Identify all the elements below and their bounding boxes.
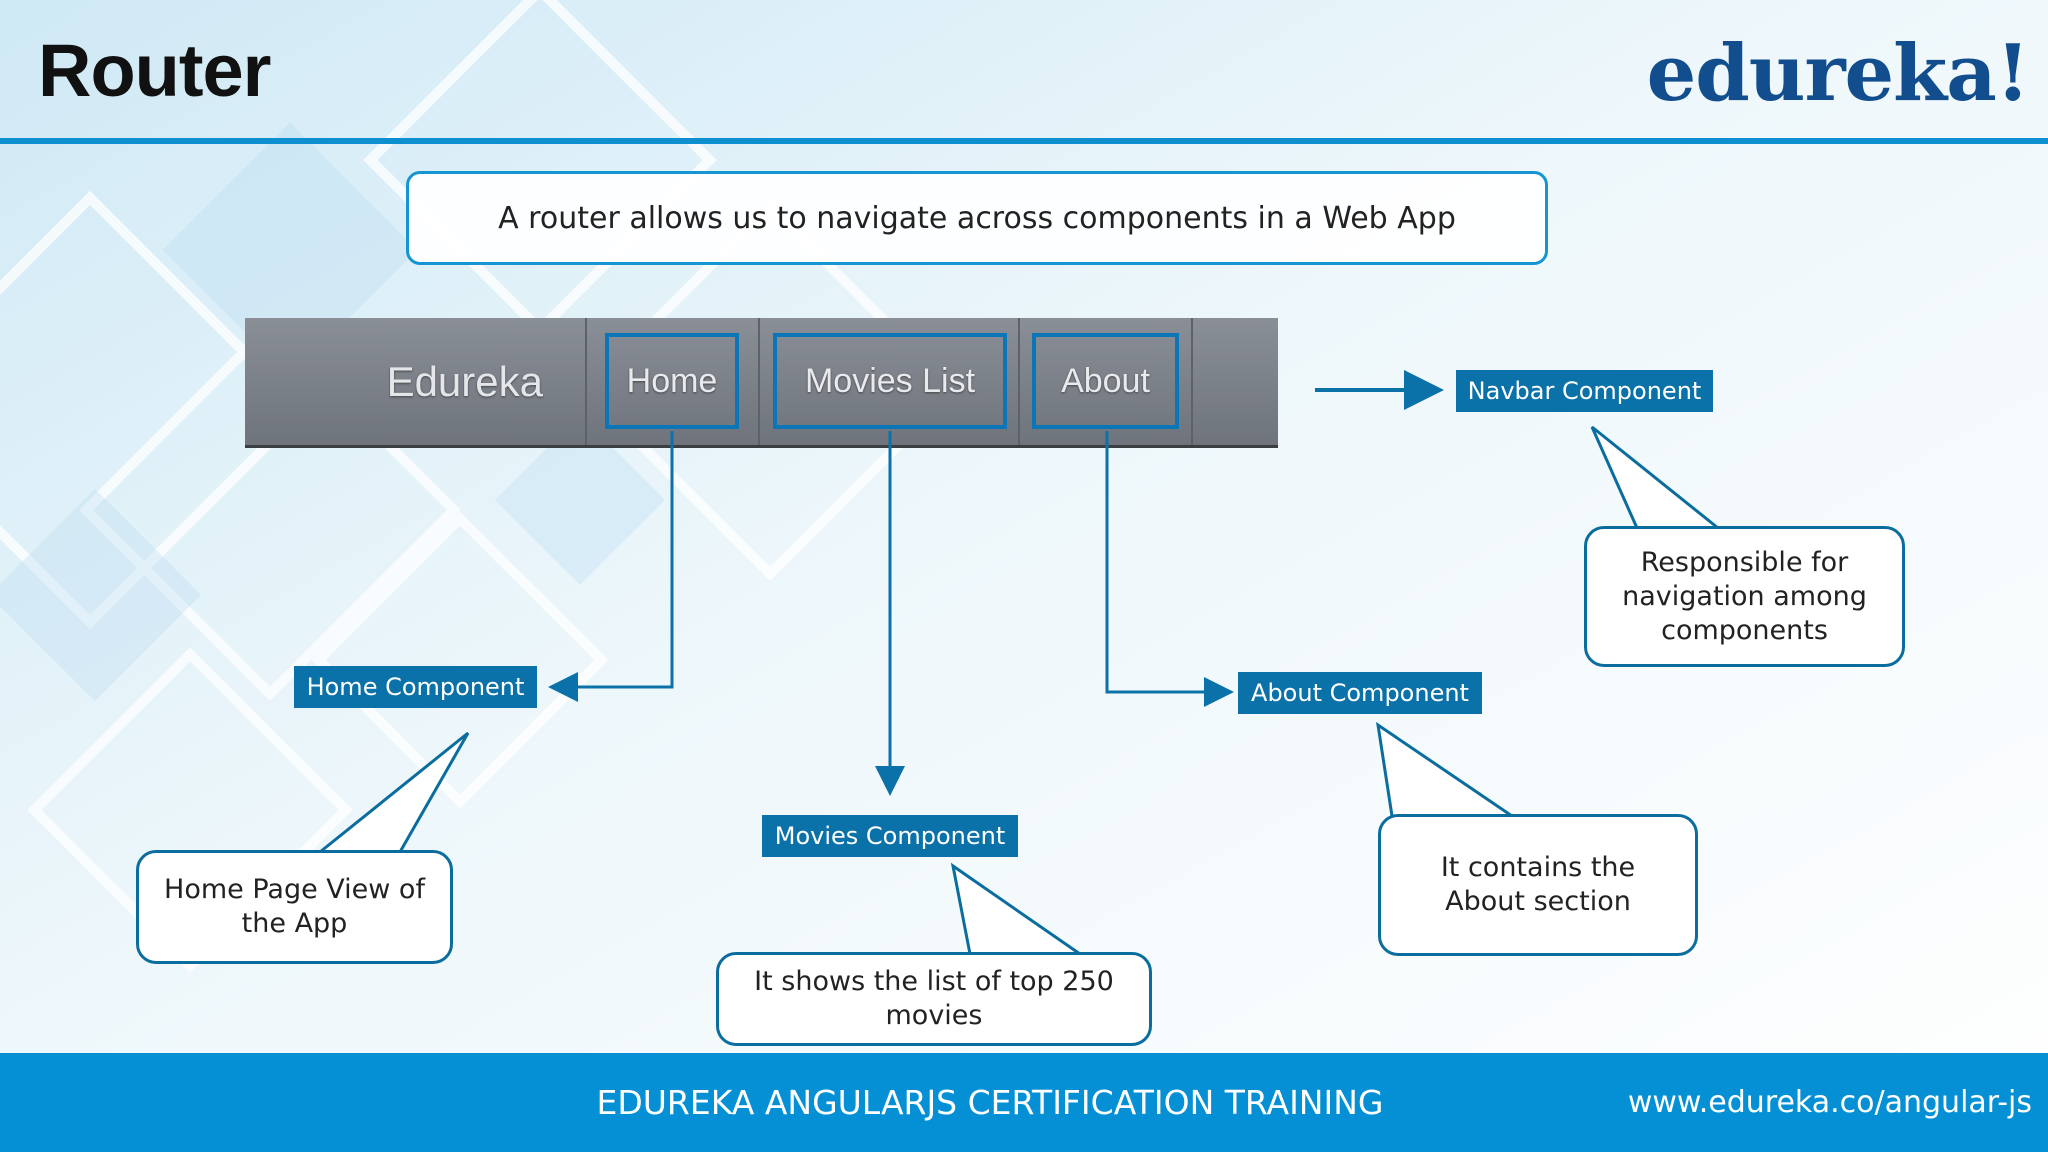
footer-title: EDUREKA ANGULARJS CERTIFICATION TRAINING	[596, 1083, 1384, 1122]
nav-item-home-label: Home	[626, 361, 718, 400]
footer-url[interactable]: www.edureka.co/angular-js	[1627, 1085, 2032, 1120]
home-note-text: Home Page View of the App	[164, 874, 425, 939]
navbar-component-label-text: Navbar Component	[1467, 377, 1702, 405]
nav-item-home[interactable]: Home	[605, 333, 739, 429]
navbar-separator	[585, 318, 587, 445]
about-note-bubble: It contains the About section	[1378, 814, 1698, 956]
nav-item-about[interactable]: About	[1032, 333, 1179, 429]
navbar-separator	[1018, 318, 1020, 445]
home-component-label-text: Home Component	[306, 673, 525, 701]
navbar-brand-text: Edureka	[386, 357, 543, 405]
navbar-note-text: Responsible for navigation among compone…	[1622, 546, 1867, 646]
home-component-label: Home Component	[294, 666, 537, 708]
movies-component-label-text: Movies Component	[774, 822, 1006, 850]
title-divider	[0, 138, 2048, 144]
home-note-bubble: Home Page View of the App	[136, 850, 453, 964]
nav-item-movies-list[interactable]: Movies List	[773, 333, 1007, 429]
router-description: A router allows us to navigate across co…	[498, 200, 1456, 236]
slide-title: Router	[38, 29, 271, 112]
nav-item-movies-list-label: Movies List	[804, 361, 976, 400]
about-component-label-text: About Component	[1251, 679, 1469, 707]
movies-component-label: Movies Component	[762, 815, 1018, 857]
edureka-logo: edureka!	[1646, 28, 2030, 119]
navbar-brand: Edureka	[245, 318, 585, 445]
navbar-component-label: Navbar Component	[1456, 370, 1713, 412]
navbar-note-bubble: Responsible for navigation among compone…	[1584, 526, 1905, 667]
footer-bar	[0, 1053, 2048, 1152]
about-note-text: It contains the About section	[1440, 852, 1636, 917]
movies-note-text: It shows the list of top 250 movies	[754, 966, 1114, 1031]
movies-note-bubble: It shows the list of top 250 movies	[716, 952, 1152, 1046]
navbar-separator	[758, 318, 760, 445]
nav-item-about-label: About	[1061, 361, 1150, 400]
about-component-label: About Component	[1238, 672, 1482, 714]
router-description-box: A router allows us to navigate across co…	[406, 171, 1548, 265]
navbar-separator	[1191, 318, 1193, 445]
